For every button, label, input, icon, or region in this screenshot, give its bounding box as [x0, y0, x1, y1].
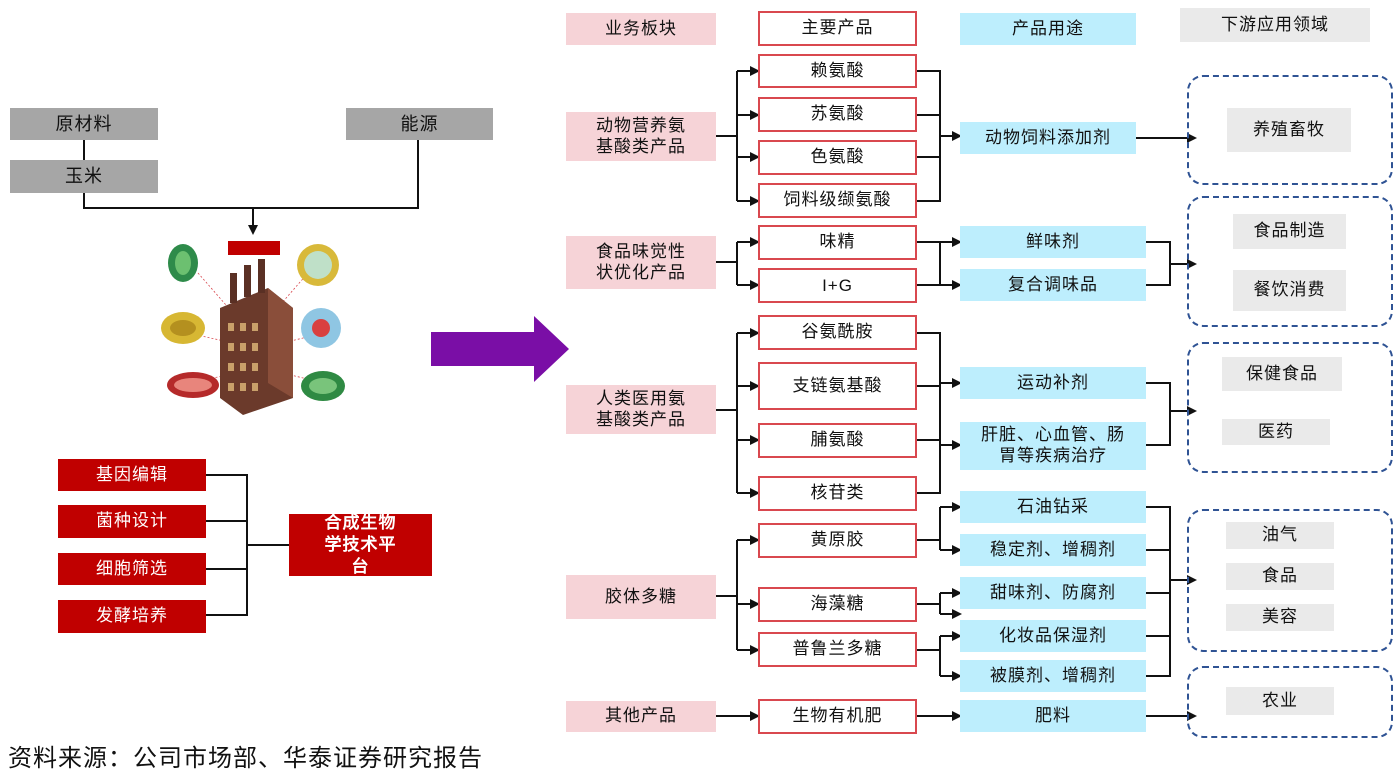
downstream-group-health: [1187, 342, 1393, 473]
usage-umami: 鲜味剂: [960, 226, 1146, 258]
downstream-group-agriculture: [1187, 666, 1393, 738]
process-arrow: [431, 316, 569, 382]
factory-illustration: [161, 241, 345, 415]
usage-coating-thickener: 被膜剂、增稠剂: [960, 660, 1146, 692]
segment-colloid-polysaccharide: 胶体多糖: [566, 575, 716, 619]
product-msg: 味精: [758, 225, 917, 260]
header-downstream: 下游应用领域: [1180, 8, 1370, 42]
product-glutamine: 谷氨酰胺: [758, 315, 917, 350]
segment-animal-nutrition: 动物营养氨基酸类产品: [566, 112, 716, 161]
downstream-catering: 餐饮消费: [1233, 270, 1346, 311]
source-note: 资料来源：公司市场部、华泰证券研究报告: [8, 744, 483, 772]
technique-fermentation: 发酵培养: [58, 600, 206, 633]
product-nucleosides: 核苷类: [758, 476, 917, 511]
segment-other: 其他产品: [566, 701, 716, 732]
product-proline: 脯氨酸: [758, 423, 917, 458]
usage-cosmetic-moisturizer: 化妆品保湿剂: [960, 620, 1146, 652]
segment-human-medical: 人类医用氨基酸类产品: [566, 385, 716, 434]
usage-oil-drilling: 石油钻采: [960, 491, 1146, 523]
product-bio-fertilizer: 生物有机肥: [758, 699, 917, 734]
downstream-health-food: 保健食品: [1222, 357, 1342, 391]
usage-sports-supplement: 运动补剂: [960, 367, 1146, 399]
segment-food-taste: 食品味觉性状优化产品: [566, 236, 716, 289]
downstream-livestock: 养殖畜牧: [1227, 108, 1351, 152]
downstream-group-industry: [1187, 509, 1393, 652]
product-xanthan-gum: 黄原胶: [758, 523, 917, 558]
usage-disease-treatment: 肝脏、心血管、肠胃等疾病治疗: [960, 422, 1146, 470]
downstream-beauty: 美容: [1226, 604, 1334, 631]
technique-strain-design: 菌种设计: [58, 505, 206, 538]
synthetic-biology-platform: 合成生物学技术平台: [289, 513, 432, 577]
product-feed-valine: 饲料级缬氨酸: [758, 183, 917, 218]
header-usage: 产品用途: [960, 13, 1136, 45]
downstream-oil-gas: 油气: [1226, 522, 1334, 549]
raw-material-box: 原材料: [10, 108, 158, 140]
downstream-agriculture: 农业: [1226, 687, 1334, 715]
energy-box: 能源: [346, 108, 493, 140]
downstream-medicine: 医药: [1222, 419, 1330, 445]
downstream-food: 食品: [1226, 563, 1334, 590]
product-ig: I+G: [758, 268, 917, 303]
corn-box: 玉米: [10, 160, 158, 193]
usage-feed-additive: 动物饲料添加剂: [960, 122, 1136, 154]
product-threonine: 苏氨酸: [758, 97, 917, 132]
technique-gene-editing: 基因编辑: [58, 459, 206, 491]
downstream-group-food: [1187, 196, 1393, 327]
product-trehalose: 海藻糖: [758, 587, 917, 622]
usage-fertilizer: 肥料: [960, 700, 1146, 732]
product-bcaa: 支链氨基酸: [758, 362, 917, 410]
downstream-food-manufacturing: 食品制造: [1233, 214, 1346, 249]
usage-sweetener-preservative: 甜味剂、防腐剂: [960, 577, 1146, 609]
product-pullulan: 普鲁兰多糖: [758, 632, 917, 667]
technique-cell-screening: 细胞筛选: [58, 553, 206, 585]
usage-stabilizer-thickener: 稳定剂、增稠剂: [960, 534, 1146, 566]
header-product: 主要产品: [758, 11, 917, 46]
product-tryptophan: 色氨酸: [758, 140, 917, 175]
header-segment: 业务板块: [566, 13, 716, 45]
usage-compound-seasoning: 复合调味品: [960, 269, 1146, 301]
downstream-group-livestock: [1187, 75, 1393, 185]
product-lysine: 赖氨酸: [758, 54, 917, 88]
